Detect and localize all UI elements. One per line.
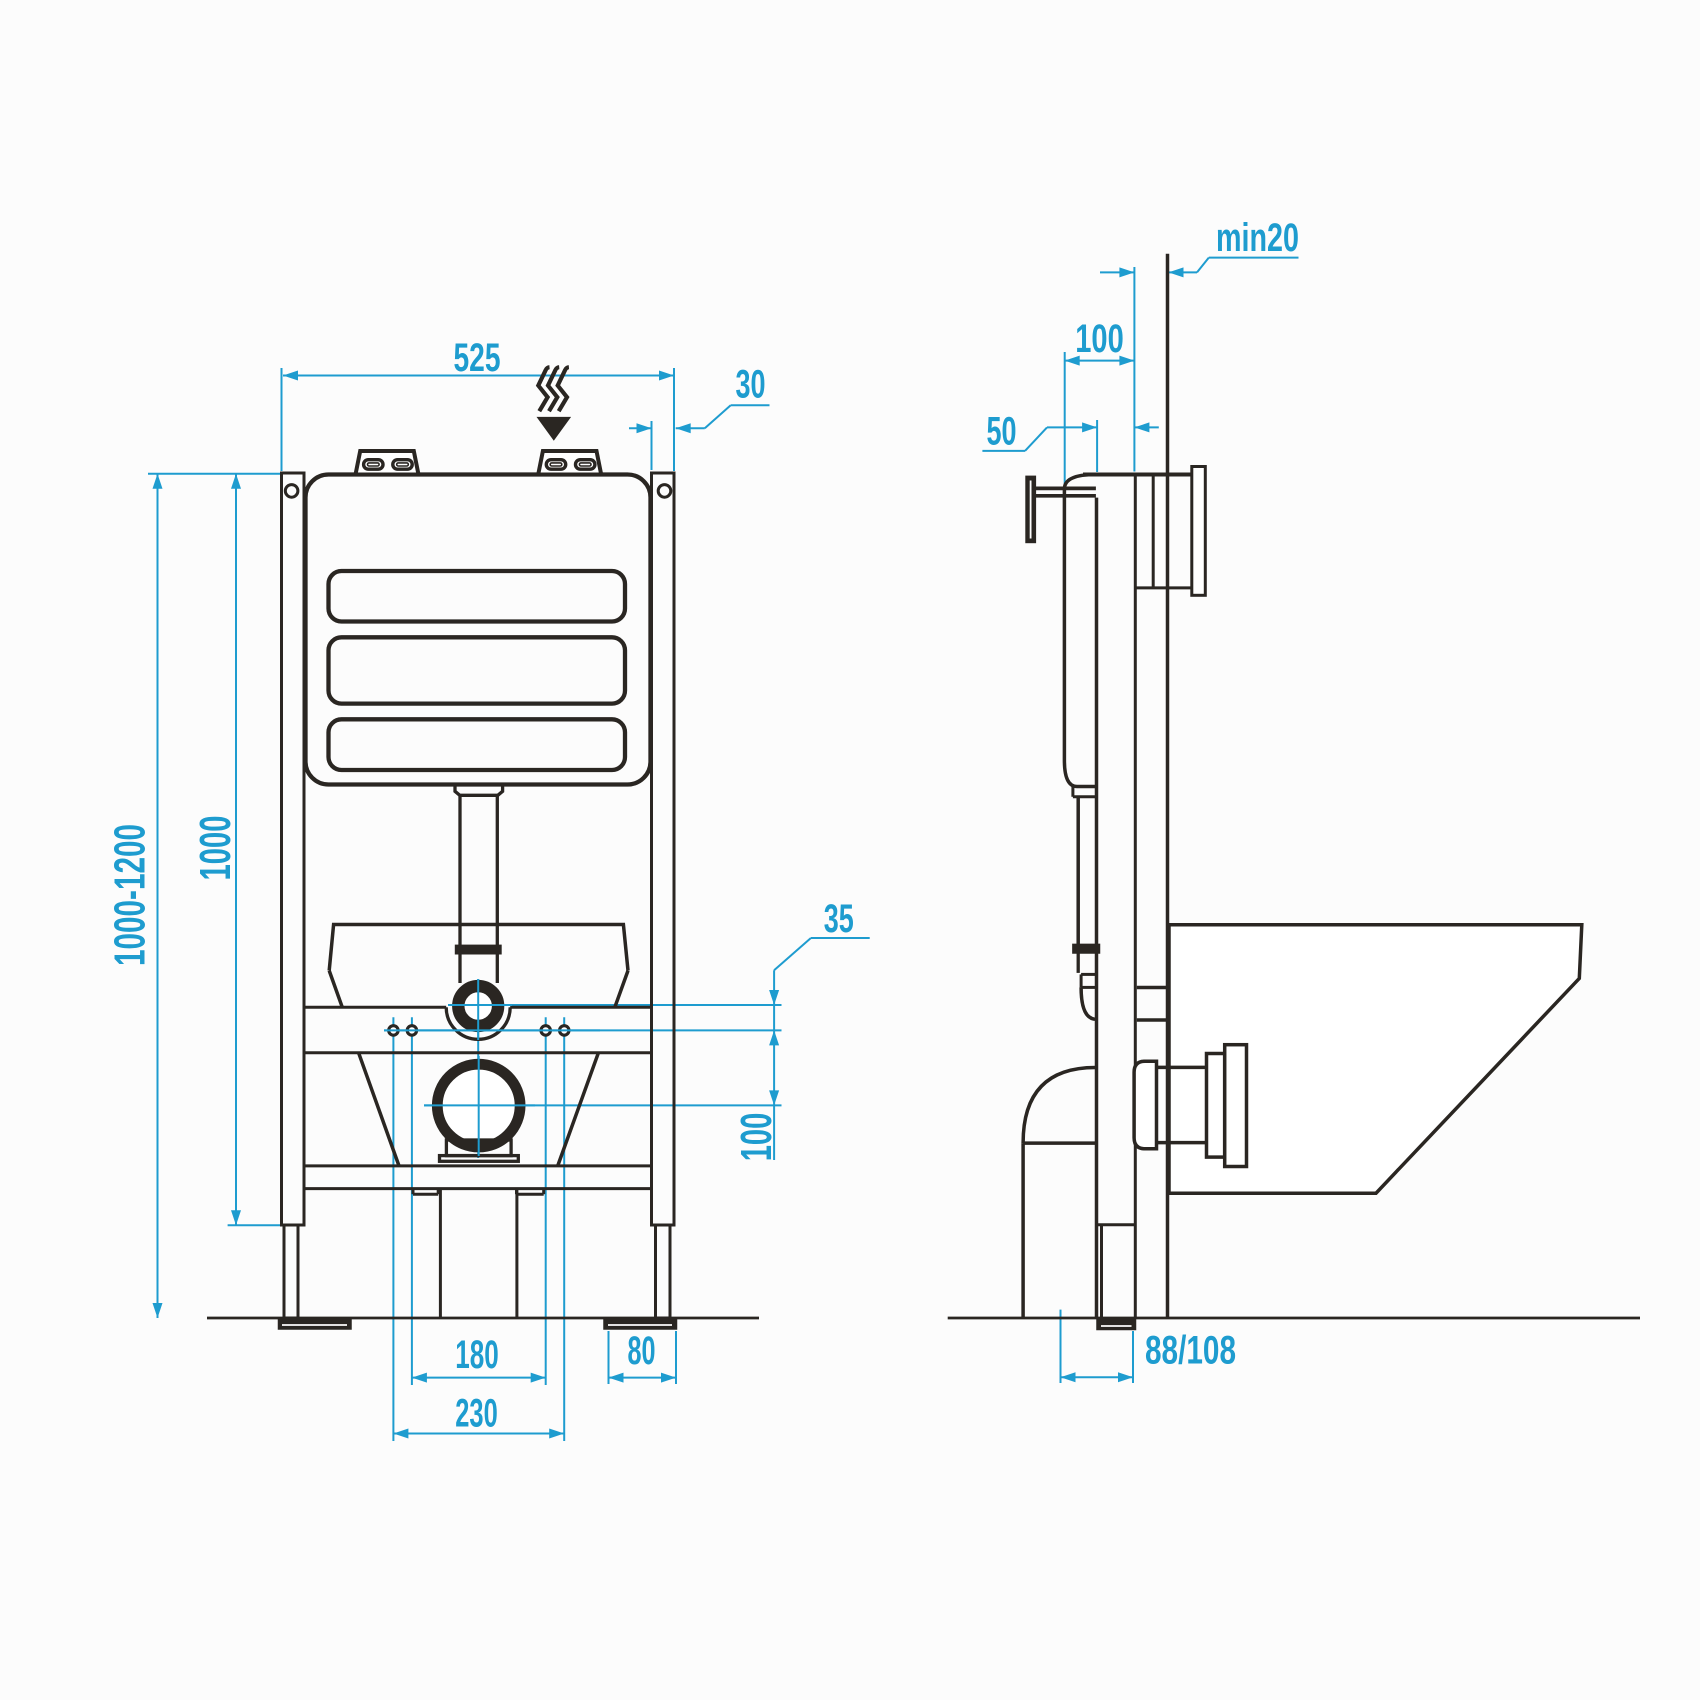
svg-text:180: 180 xyxy=(455,1333,499,1377)
svg-text:30: 30 xyxy=(736,363,766,407)
svg-text:min20: min20 xyxy=(1216,216,1299,260)
svg-text:35: 35 xyxy=(824,897,854,941)
svg-text:525: 525 xyxy=(454,336,501,380)
svg-text:80: 80 xyxy=(628,1329,656,1373)
svg-text:1000-1200: 1000-1200 xyxy=(105,824,154,966)
svg-text:88/108: 88/108 xyxy=(1145,1329,1236,1373)
svg-text:1000: 1000 xyxy=(191,816,240,881)
svg-text:230: 230 xyxy=(455,1392,498,1436)
svg-text:100: 100 xyxy=(732,1113,781,1162)
svg-text:100: 100 xyxy=(1075,317,1124,361)
svg-text:50: 50 xyxy=(987,410,1017,454)
